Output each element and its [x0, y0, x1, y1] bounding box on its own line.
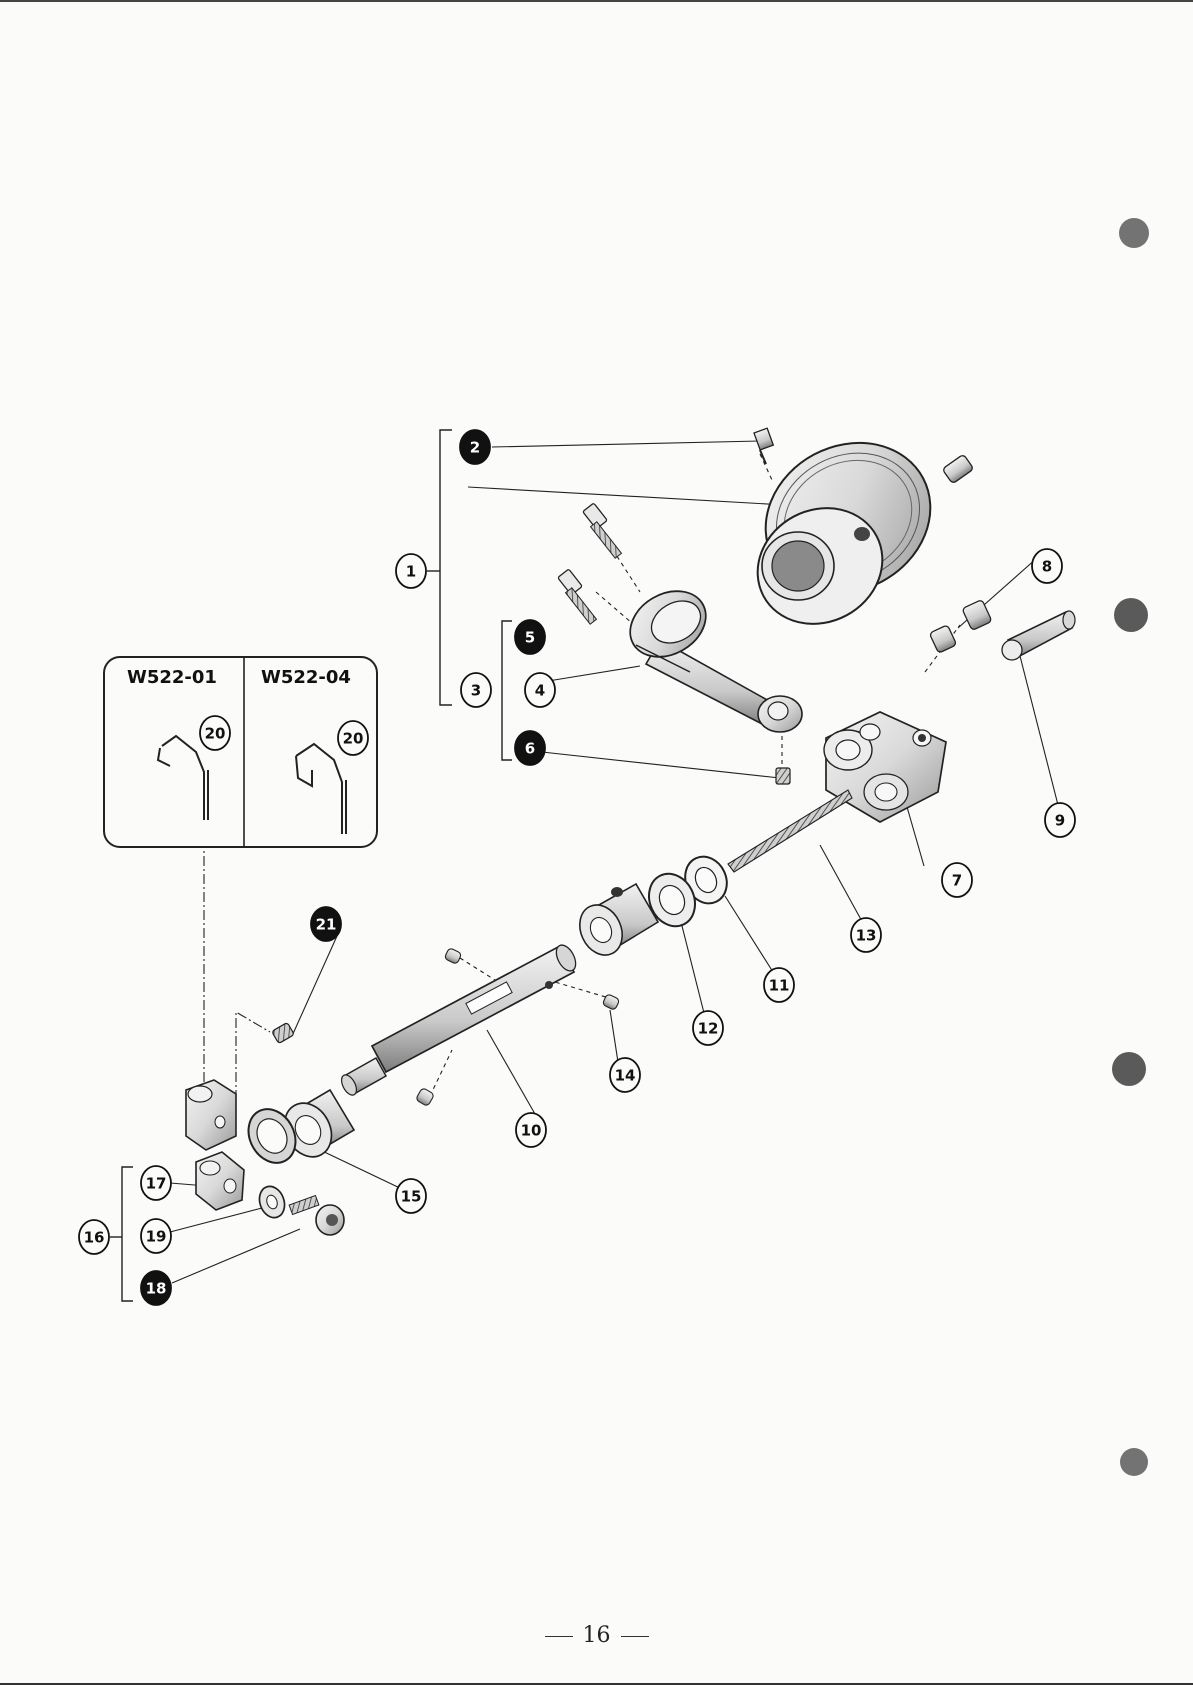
- callout-15: 15: [396, 1179, 426, 1213]
- callout-3: 3: [461, 673, 491, 707]
- wick-13: [728, 790, 852, 872]
- callout-12: 12: [693, 1011, 723, 1045]
- callout-2: 2: [460, 430, 490, 464]
- callout-19-label: 19: [146, 1228, 167, 1246]
- callout-6: 6: [515, 731, 545, 765]
- washer-19: [255, 1183, 288, 1221]
- screw-2: [754, 428, 773, 464]
- binder-hole-bottom: [1120, 1448, 1148, 1476]
- callout-6-label: 6: [525, 740, 535, 758]
- callout-20-left-label: 20: [205, 725, 226, 743]
- callout-5: 5: [515, 620, 545, 654]
- callout-5-label: 5: [525, 629, 535, 647]
- pin-9: [1002, 611, 1075, 660]
- callout-17: 17: [141, 1166, 171, 1200]
- binder-hole-lower: [1112, 1052, 1146, 1086]
- callout-4: 4: [525, 673, 555, 707]
- callout-18: 18: [141, 1271, 171, 1305]
- set-screw-6: [776, 768, 790, 784]
- collar: [572, 884, 658, 962]
- callout-12-label: 12: [698, 1020, 719, 1038]
- shaft-10: [339, 942, 580, 1098]
- callout-13: 13: [851, 918, 881, 952]
- callout-8-label: 8: [1042, 558, 1052, 576]
- group-1-bracket: [427, 430, 512, 760]
- binder-hole-top: [1119, 218, 1149, 248]
- pin-small-left: [444, 948, 462, 965]
- screw-18: [289, 1196, 344, 1235]
- callout-11: 11: [764, 968, 794, 1002]
- callout-9-label: 9: [1055, 812, 1065, 830]
- pin-small-bottom: [415, 1087, 434, 1106]
- callout-17-label: 17: [146, 1175, 167, 1193]
- callout-16-label: 16: [84, 1229, 105, 1247]
- pulley-set-screw: [942, 454, 974, 484]
- callout-2-label: 2: [470, 439, 480, 457]
- callout-10: 10: [516, 1113, 546, 1147]
- needle-clamp-block: [186, 1080, 236, 1150]
- callout-20-left: 20: [200, 716, 230, 750]
- callout-7-label: 7: [952, 872, 962, 890]
- callout-21-label: 21: [316, 916, 337, 934]
- callout-16: 16: [79, 1220, 109, 1254]
- callout-1-label: 1: [406, 563, 416, 581]
- callout-9: 9: [1045, 803, 1075, 837]
- inset-title-left: W522-01: [127, 667, 227, 688]
- binder-hole-upper: [1114, 598, 1148, 632]
- callout-10-label: 10: [521, 1122, 542, 1140]
- pin-14: [602, 994, 620, 1011]
- callout-1: 1: [396, 554, 426, 588]
- callout-21: 21: [311, 907, 341, 941]
- set-screw-21: [272, 1022, 295, 1043]
- group-16-bracket: [110, 1167, 133, 1301]
- callout-14-label: 14: [615, 1067, 636, 1085]
- callout-8: 8: [1032, 549, 1062, 583]
- callout-20-right-label: 20: [343, 730, 364, 748]
- callout-19: 19: [141, 1219, 171, 1253]
- page-number: 16: [0, 1623, 1193, 1648]
- callout-4-label: 4: [535, 682, 545, 700]
- callout-7: 7: [942, 863, 972, 897]
- callout-3-label: 3: [471, 682, 481, 700]
- leader-lines: [170, 441, 1058, 1283]
- pulley-wheel: [737, 415, 957, 646]
- callout-14: 14: [610, 1058, 640, 1092]
- inset-title-right: W522-04: [261, 667, 371, 688]
- callout-18-label: 18: [146, 1280, 167, 1298]
- connecting-stud-7: [824, 712, 946, 822]
- needle-clamp-17: [196, 1152, 244, 1210]
- screw-5-lower: [558, 569, 597, 624]
- callout-11-label: 11: [769, 977, 790, 995]
- callout-20-right: 20: [338, 721, 368, 755]
- callout-15-label: 15: [401, 1188, 422, 1206]
- screw-5-upper: [583, 503, 622, 558]
- callout-13-label: 13: [856, 927, 877, 945]
